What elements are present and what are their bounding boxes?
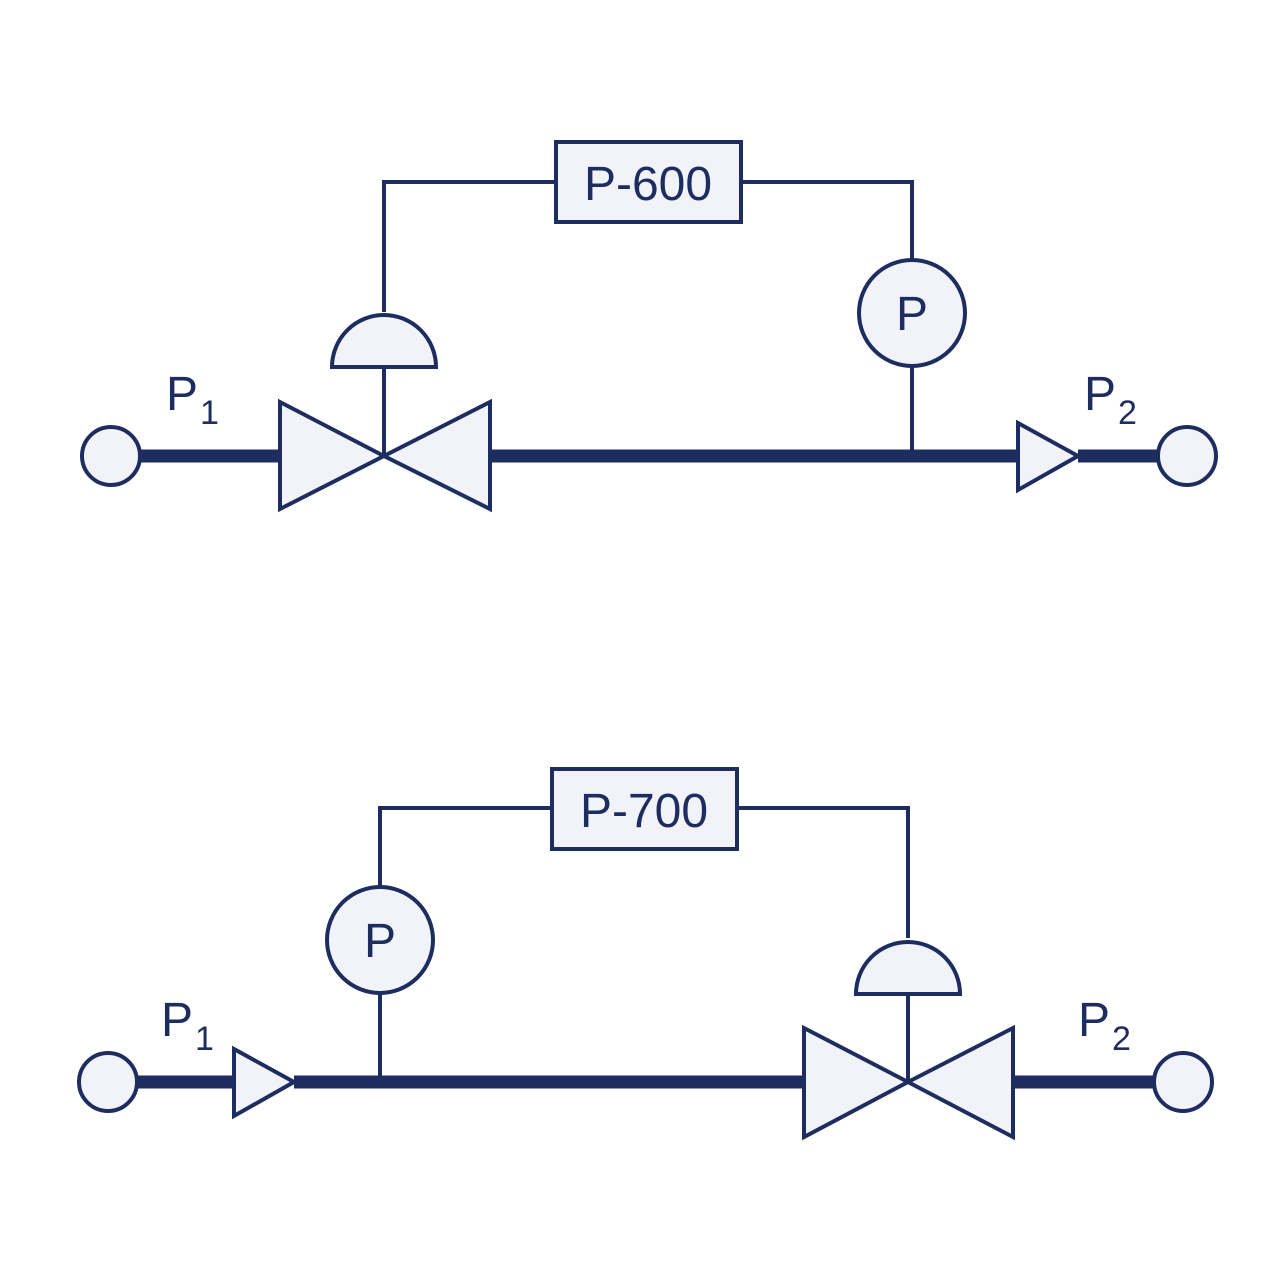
controller-label: P-600 [584,158,712,211]
inlet-pressure-label: P1 [161,994,214,1058]
outlet-pressure-label: P2 [1084,368,1137,432]
valve-actuator [853,940,963,996]
outlet-pressure-label: P2 [1078,994,1131,1058]
gauge-label: P [896,288,928,341]
controller-label: P-700 [580,785,708,838]
inlet-node [80,425,142,487]
pressure-gauge [857,258,967,368]
signal-line-left [382,180,556,312]
inlet-node [77,1051,139,1113]
controller-box-p600 [554,140,743,224]
signal-line-right [737,806,910,938]
signal-line-left [378,806,552,887]
control-valve-right [903,1024,1015,1141]
inlet-pressure-label: P1 [166,368,219,432]
control-valve-left [278,398,389,513]
flow-direction-arrow [232,1045,299,1120]
signal-line-right [741,180,914,260]
pressure-gauge [325,885,435,995]
outlet-node [1156,425,1218,487]
gauge-label: P [364,915,396,968]
diagram-p700: P-700 P P1 P2 [77,767,1214,1141]
valve-actuator [329,313,439,369]
outlet-node [1152,1051,1214,1113]
diagram-p600: P-600 P P1 P2 [80,140,1218,513]
control-valve-left [802,1024,913,1141]
flow-direction-arrow [1016,419,1083,494]
control-valve-right [379,398,492,513]
controller-box-p700 [550,767,739,851]
